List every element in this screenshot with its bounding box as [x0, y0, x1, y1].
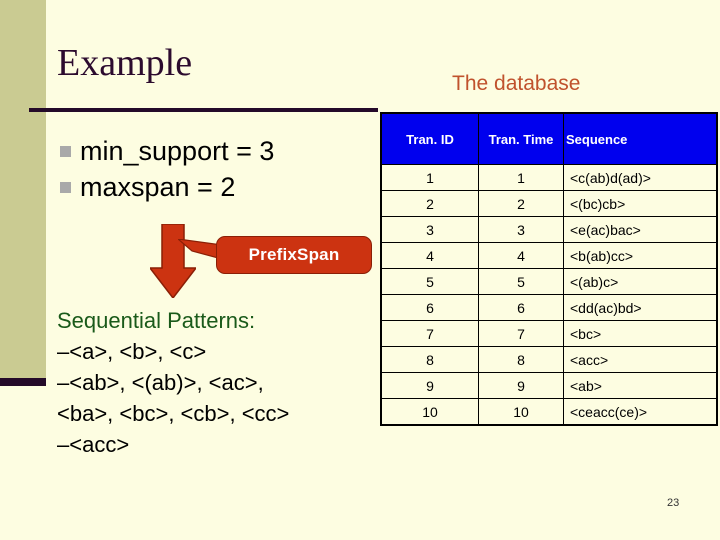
slide-page-number: 23 [667, 497, 680, 509]
cell-tran-id: 10 [380, 398, 479, 426]
bullet-list: min_support = 3 maxspan = 2 [60, 133, 380, 205]
cell-sequence: <bc> [563, 320, 718, 347]
cell-tran-id: 7 [380, 320, 479, 347]
cell-tran-time: 10 [478, 398, 564, 426]
bullet-square-icon [60, 145, 71, 157]
cell-tran-id: 2 [380, 190, 479, 217]
down-arrow-icon [150, 224, 196, 298]
pattern-line: –<a>, <b>, <c> [57, 339, 207, 364]
database-title: The database [452, 72, 581, 95]
cell-tran-id: 4 [380, 242, 479, 269]
cell-tran-time: 1 [478, 164, 564, 191]
cell-sequence: <dd(ac)bd> [563, 294, 718, 321]
prefixspan-annotation: PrefixSpan [150, 222, 380, 302]
cell-sequence: <(bc)cb> [563, 190, 718, 217]
cell-tran-id: 9 [380, 372, 479, 399]
title-divider-rule [29, 108, 378, 112]
pattern-line: –<ab>, <(ab)>, <ac>, [57, 370, 264, 395]
column-header-tran-id: Tran. ID [380, 112, 479, 165]
prefixspan-callout-label: PrefixSpan [216, 236, 372, 274]
left-decorative-band [0, 0, 46, 378]
list-item: min_support = 3 [60, 133, 380, 169]
cell-sequence: <e(ac)bac> [563, 216, 718, 243]
cell-tran-id: 3 [380, 216, 479, 243]
pattern-line: <ba>, <bc>, <cb>, <cc> [57, 401, 290, 426]
page-title: Example [57, 42, 193, 84]
cell-tran-id: 5 [380, 268, 479, 295]
cell-tran-time: 4 [478, 242, 564, 269]
cell-sequence: <(ab)c> [563, 268, 718, 295]
pattern-line: –<acc> [57, 432, 130, 457]
list-item: maxspan = 2 [60, 169, 380, 205]
cell-tran-time: 5 [478, 268, 564, 295]
sequential-patterns-block: Sequential Patterns: –<a>, <b>, <c> –<ab… [57, 306, 387, 460]
cell-sequence: <acc> [563, 346, 718, 373]
cell-tran-time: 2 [478, 190, 564, 217]
bullet-square-icon [60, 181, 71, 193]
cell-tran-id: 1 [380, 164, 479, 191]
bullet-label: maxspan = 2 [80, 171, 236, 202]
cell-tran-id: 6 [380, 294, 479, 321]
cell-sequence: <c(ab)d(ad)> [563, 164, 718, 191]
cell-tran-id: 8 [380, 346, 479, 373]
patterns-heading: Sequential Patterns: [57, 308, 256, 333]
cell-tran-time: 6 [478, 294, 564, 321]
column-header-sequence: Sequence [563, 112, 718, 165]
cell-tran-time: 9 [478, 372, 564, 399]
cell-tran-time: 7 [478, 320, 564, 347]
cell-sequence: <ab> [563, 372, 718, 399]
callout-tail-icon [178, 239, 222, 260]
cell-tran-time: 3 [478, 216, 564, 243]
table-header-row: Tran. ID Tran. Time Sequence [380, 112, 718, 165]
left-band-foot-bar [0, 378, 46, 386]
cell-sequence: <ceacc(ce)> [563, 398, 718, 426]
cell-tran-time: 8 [478, 346, 564, 373]
bullet-label: min_support = 3 [80, 135, 275, 166]
cell-sequence: <b(ab)cc> [563, 242, 718, 269]
column-header-tran-time: Tran. Time [478, 112, 564, 165]
